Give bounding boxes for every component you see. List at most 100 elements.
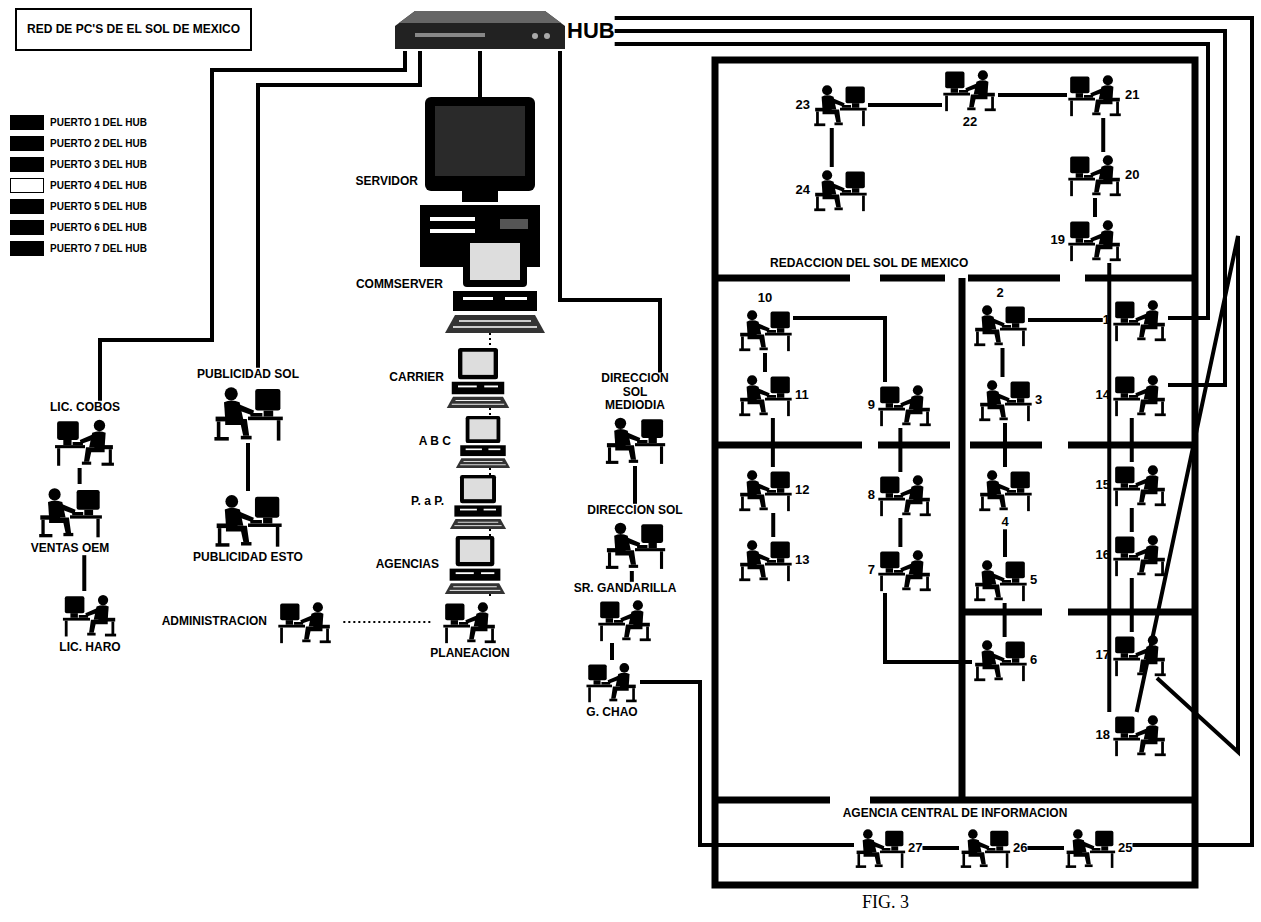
icon-shape	[739, 310, 791, 351]
workstation-node: 21	[1067, 72, 1139, 118]
computer-icon	[877, 547, 933, 593]
network-cable	[610, 643, 614, 660]
computer-icon	[737, 307, 793, 353]
station-number: 13	[795, 553, 809, 567]
network-cable	[341, 621, 430, 623]
network-cable	[1003, 423, 1007, 467]
network-cable	[615, 18, 1252, 845]
legend-text: PUERTO 5 DEL HUB	[50, 201, 147, 212]
node-label: COMMSERVER	[356, 278, 443, 291]
legend-row: PUERTO 6 DEL HUB	[10, 217, 147, 238]
workstation-node: 1	[1103, 297, 1168, 343]
icon-shape	[1113, 635, 1165, 676]
node-label: SERVIDOR	[356, 175, 418, 188]
network-cable	[771, 418, 775, 467]
network-cable	[1028, 318, 1103, 322]
workstation-node: PUBLICIDAD SOL	[197, 368, 299, 443]
legend-text: PUERTO 4 DEL HUB	[50, 180, 147, 191]
station-number: 8	[868, 488, 875, 502]
icon-shape	[856, 829, 905, 868]
computer-icon	[972, 302, 1028, 348]
network-cable	[1093, 198, 1097, 217]
network-cable	[258, 51, 420, 368]
computer-icon	[1067, 152, 1123, 198]
workstation-node: 26	[959, 826, 1027, 870]
workstation-node: 8	[868, 472, 933, 518]
computer-icon	[584, 660, 640, 704]
computer-node: AGENCIAS	[376, 536, 509, 594]
computer-icon	[453, 416, 513, 468]
station-number: 27	[908, 841, 922, 855]
workstation-node: 5	[972, 557, 1037, 603]
network-cable	[922, 846, 959, 850]
computer-node: COMMSERVER	[356, 237, 545, 333]
network-cable	[633, 466, 637, 504]
workstation-node: 3	[977, 377, 1042, 423]
legend-text: PUERTO 2 DEL HUB	[50, 138, 147, 149]
node-label: CARRIER	[389, 371, 444, 384]
workstation-node: 27	[854, 826, 922, 870]
legend-row: PUERTO 3 DEL HUB	[10, 154, 147, 175]
node-label: PUBLICIDAD ESTO	[193, 551, 303, 564]
network-cable	[885, 593, 972, 662]
icon-shape	[943, 70, 995, 111]
title-box: RED DE PC'S DE EL SOL DE MEXICO	[15, 8, 252, 51]
legend-swatch	[10, 199, 44, 214]
network-cable	[246, 443, 250, 491]
icon-shape	[55, 420, 114, 466]
workstation-node: PLANEACION	[430, 599, 509, 660]
node-label: LIC. HARO	[59, 641, 120, 654]
network-cable	[489, 468, 491, 475]
icon-shape	[443, 602, 495, 643]
computer-icon	[269, 599, 341, 645]
computer-icon	[959, 826, 1011, 870]
room-name: REDACCION DEL SOL DE MEXICO	[770, 257, 968, 270]
icon-shape	[63, 595, 116, 637]
station-number: 9	[868, 398, 875, 412]
network-cable	[771, 513, 775, 537]
station-number: 22	[963, 115, 977, 129]
computer-icon	[1112, 297, 1168, 343]
station-number: 7	[868, 563, 875, 577]
computer-icon	[208, 491, 288, 549]
workstation-node: 18	[1096, 712, 1168, 758]
node-label: PUBLICIDAD SOL	[197, 368, 299, 381]
network-cable	[489, 594, 491, 599]
network-cable	[489, 408, 491, 416]
network-cable	[763, 353, 767, 372]
room-region: AGENCIA CENTRAL DE INFORMACION272625	[718, 803, 1192, 882]
icon-shape	[1066, 829, 1115, 868]
legend-swatch	[10, 115, 44, 130]
legend-text: PUERTO 7 DEL HUB	[50, 243, 147, 254]
computer-node: P. a P.	[411, 475, 510, 529]
workstation-node: LIC. HARO	[59, 591, 120, 654]
legend-row: PUERTO 1 DEL HUB	[10, 112, 147, 133]
icon-shape	[586, 663, 636, 702]
network-cable	[478, 51, 482, 97]
computer-icon	[854, 826, 906, 870]
node-label: HUB	[567, 19, 615, 43]
node-label: DIRECCION SOL	[587, 504, 682, 517]
icon-shape	[961, 829, 1010, 868]
computer-icon	[596, 597, 654, 643]
room-region: REDACCION DEL SOL DE MEXICO232221242019	[718, 63, 1192, 275]
workstation-node: 2	[972, 286, 1028, 348]
computer-icon	[1112, 372, 1168, 418]
legend-row: PUERTO 2 DEL HUB	[10, 133, 147, 154]
workstation-node: 22	[942, 67, 998, 129]
computer-icon	[1067, 217, 1123, 263]
icon-shape	[814, 85, 866, 126]
icon-shape	[739, 540, 791, 581]
workstation-node: 16	[1096, 532, 1168, 578]
icon-shape	[450, 475, 506, 529]
workstation-node: PUBLICIDAD ESTO	[193, 491, 303, 564]
icon-shape	[739, 470, 791, 511]
legend-row: PUERTO 7 DEL HUB	[10, 238, 147, 259]
hub-node: HUB	[395, 11, 615, 51]
workstation-node: ADMINISTRACION	[162, 599, 341, 645]
node-label: DIRECCION SOL MEDIODIA	[593, 372, 677, 412]
network-cable	[830, 128, 834, 167]
icon-shape	[1113, 300, 1165, 341]
node-label: PLANEACION	[430, 647, 509, 660]
workstation-node: 9	[868, 382, 933, 428]
